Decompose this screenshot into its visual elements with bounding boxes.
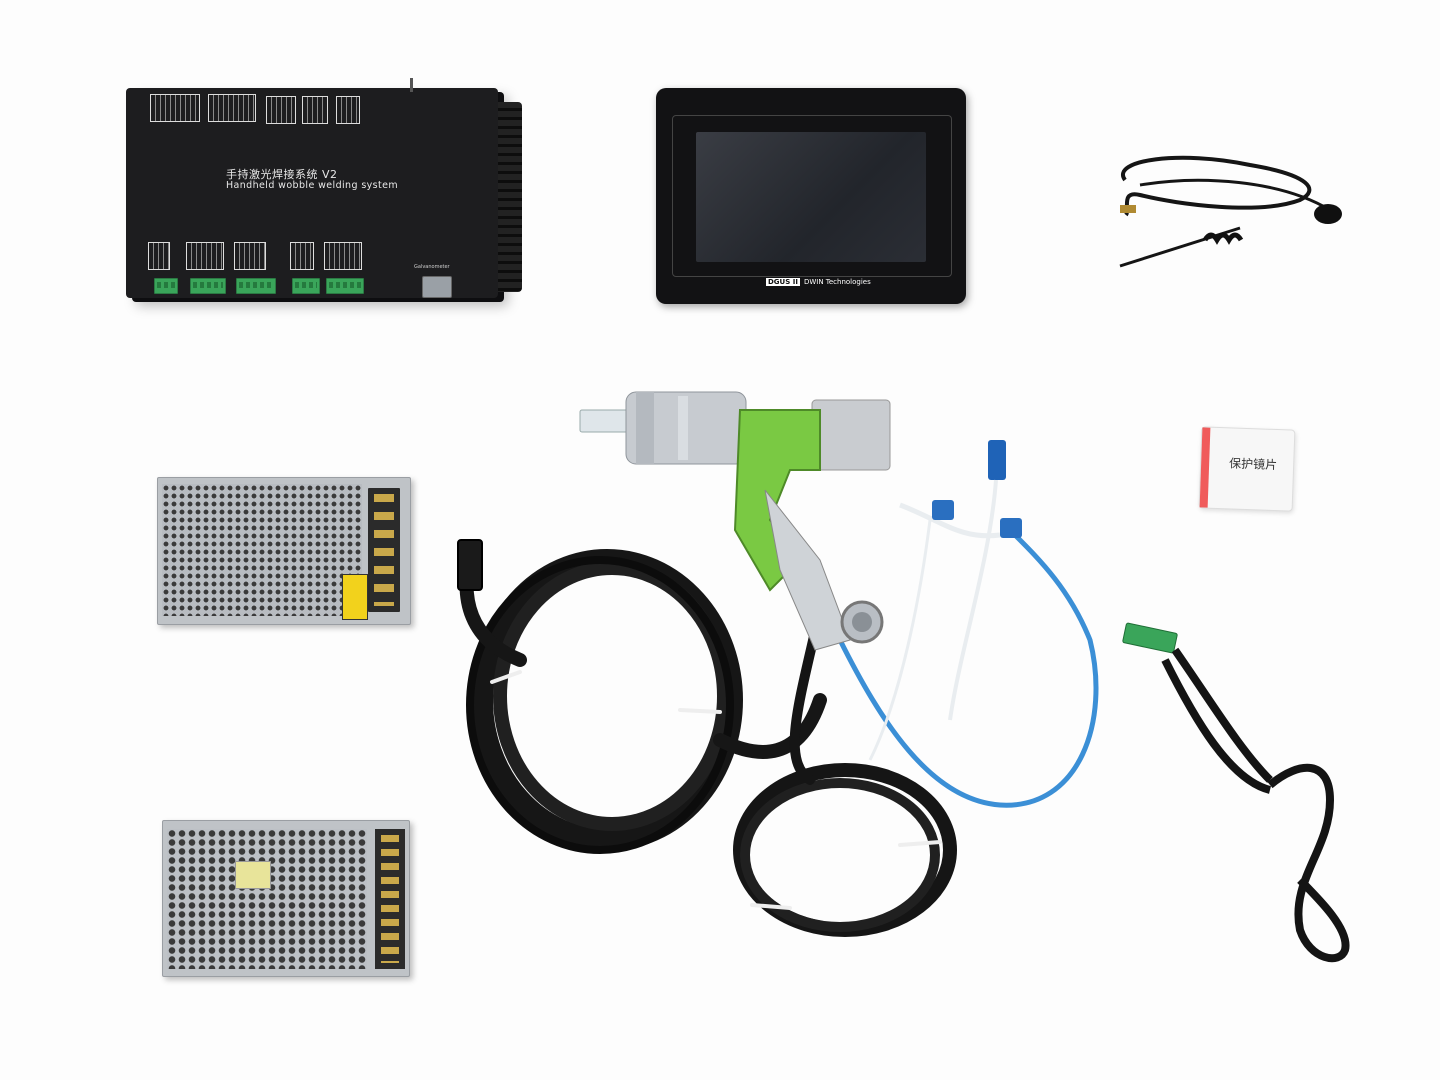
- welding-controller-box: 手持激光焊接系统 V2 Handheld wobble welding syst…: [126, 78, 522, 298]
- port-label-block: [336, 96, 360, 124]
- port-label-block: [234, 242, 266, 270]
- gps-antenna: [1119, 155, 1342, 268]
- port-label-block: [266, 96, 296, 124]
- welding-torch: [579, 391, 891, 651]
- port-label-block: [186, 242, 224, 270]
- screw-terminal-strip: [368, 488, 400, 612]
- terminal-block: [190, 278, 226, 294]
- port-label-block: [290, 242, 314, 270]
- heatsink-fins: [498, 102, 522, 292]
- torch-cable-coil: [457, 539, 827, 854]
- vent-mesh: [167, 829, 367, 969]
- power-supply-large: [157, 477, 411, 625]
- antenna-connector: [410, 78, 413, 92]
- controller-title-en: Handheld wobble welding system: [226, 180, 399, 191]
- signal-cable-coil: [733, 605, 957, 937]
- screen-bezel: [672, 115, 952, 277]
- port-label-block: [208, 94, 256, 122]
- terminal-block: [292, 278, 320, 294]
- power-supply-small: [162, 820, 410, 977]
- db9-connector: [422, 276, 452, 298]
- screen-glass: [696, 132, 926, 262]
- hmi-brand-text: DWIN Technologies: [803, 278, 871, 286]
- terminal-block: [326, 278, 364, 294]
- terminal-block: [236, 278, 276, 294]
- port-label-block: [302, 96, 328, 124]
- vent-mesh: [162, 484, 362, 616]
- controller-title-cn: 手持激光焊接系统 V2: [226, 168, 338, 181]
- port-label-block: [148, 242, 170, 270]
- transformer: [235, 861, 271, 889]
- port-label-block: [324, 242, 362, 270]
- terminal-block: [154, 278, 178, 294]
- caution-sticker: [342, 574, 368, 620]
- screw-terminal-strip: [375, 829, 405, 969]
- galvanometer-label: Galvanometer: [414, 264, 450, 270]
- air-hose: [837, 440, 1099, 808]
- port-label-block: [150, 94, 200, 122]
- hmi-brand-badge: DGUS II: [766, 278, 800, 286]
- io-connector-cable: [1122, 622, 1350, 963]
